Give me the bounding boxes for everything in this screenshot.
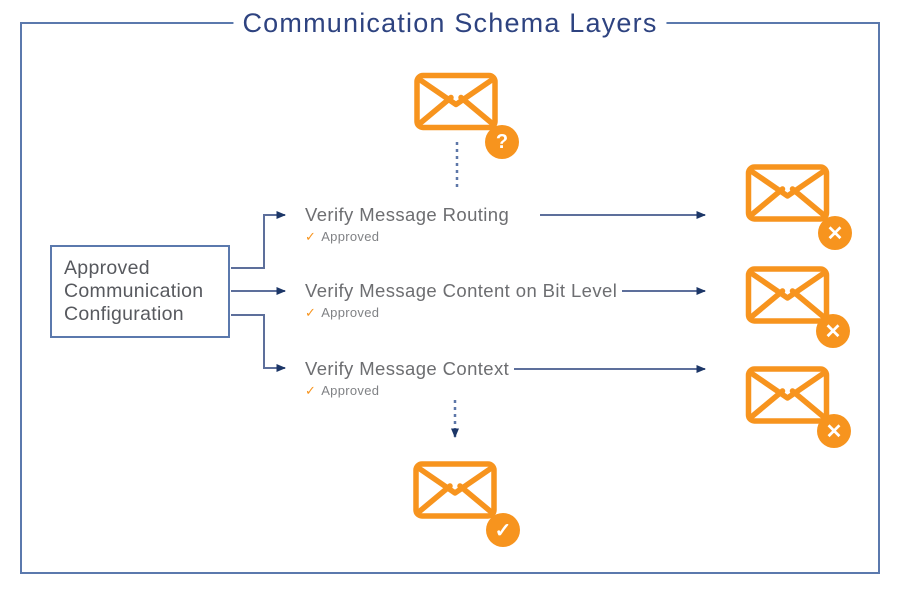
envelope-accepted-icon: [413, 461, 497, 519]
question-badge-icon: ?: [485, 125, 519, 159]
step-status-text: Approved: [321, 305, 380, 320]
source-config-line: Approved: [64, 257, 150, 279]
connector-box-to-step3: [231, 314, 286, 372]
step-status: ✓ Approved: [305, 383, 509, 399]
step-label: Verify Message Routing: [305, 204, 510, 225]
cross-badge-icon: ✕: [817, 414, 851, 448]
step-verify-routing: Verify Message Routing ✓ Approved: [305, 204, 509, 245]
step-status-text: Approved: [321, 229, 380, 244]
step-status: ✓ Approved: [305, 305, 617, 321]
check-badge-icon: ✓: [486, 513, 520, 547]
step-label: Verify Message Content on Bit Level: [305, 280, 618, 301]
envelope-rejected-icon: [745, 366, 830, 424]
source-config-box: Approved Communication Configuration: [50, 245, 230, 338]
step-status: ✓ Approved: [305, 229, 509, 245]
source-config-line: Communication: [64, 280, 204, 302]
envelope-incoming-icon: [414, 72, 498, 131]
source-config-line: Configuration: [64, 303, 184, 325]
cross-badge-icon: ✕: [818, 216, 852, 250]
step-status-text: Approved: [321, 383, 380, 398]
step-verify-context: Verify Message Context ✓ Approved: [305, 358, 509, 399]
check-icon: ✓: [305, 305, 317, 320]
connector-box-to-step1: [231, 211, 286, 269]
envelope-rejected-icon: [745, 164, 830, 222]
check-icon: ✓: [305, 229, 317, 244]
diagram-title: Communication Schema Layers: [233, 8, 667, 39]
cross-badge-icon: ✕: [816, 314, 850, 348]
step-verify-content: Verify Message Content on Bit Level ✓ App…: [305, 280, 617, 321]
check-icon: ✓: [305, 383, 317, 398]
step-label: Verify Message Context: [305, 358, 510, 379]
envelope-rejected-icon: [745, 266, 830, 324]
